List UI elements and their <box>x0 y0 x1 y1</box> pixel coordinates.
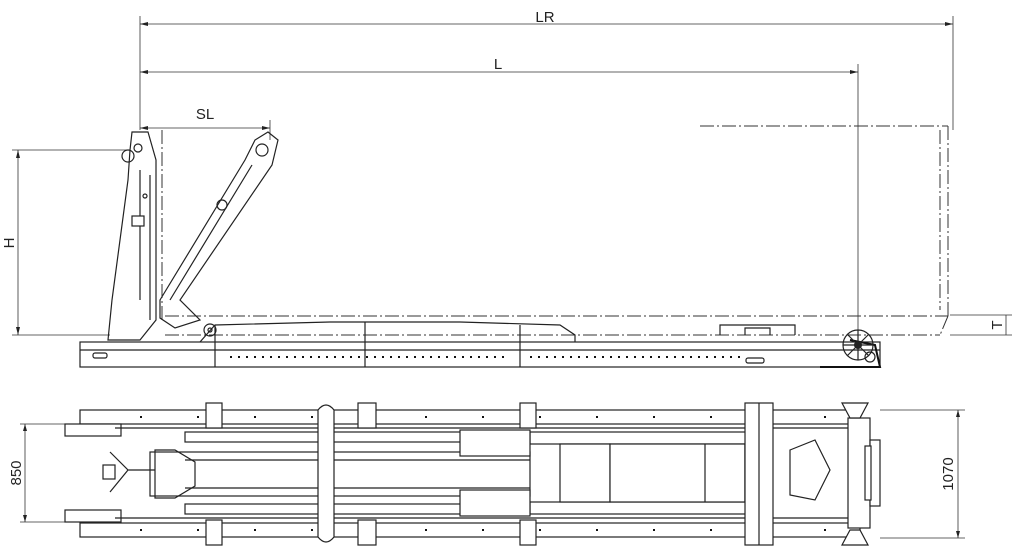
rear-end <box>841 402 881 546</box>
dimension-sl-label: SL <box>196 106 214 123</box>
outer-rails <box>64 409 861 538</box>
cross-members <box>205 402 831 546</box>
dimension-1070: 1070 <box>880 409 965 539</box>
dimension-1070-label: 1070 <box>940 457 957 490</box>
dimension-850-label: 850 <box>8 460 25 485</box>
dimension-sl: SL <box>140 106 271 140</box>
dimension-h: H <box>1 149 130 336</box>
hook-arm <box>159 131 279 337</box>
hook-head <box>102 449 196 499</box>
dimension-850: 850 <box>8 423 65 523</box>
container-outline <box>161 125 949 336</box>
dimension-l: L <box>140 56 859 348</box>
dimension-h-label: H <box>1 238 18 249</box>
top-view: 850 1070 <box>8 402 965 546</box>
side-view: LR L SL H T <box>1 9 1012 368</box>
front-post <box>107 131 157 341</box>
dimension-l-label: L <box>494 56 502 73</box>
dimension-lr: LR <box>139 9 954 130</box>
center-beams <box>149 429 761 517</box>
dimension-t-label: T <box>989 320 1006 329</box>
rear-roller <box>842 329 876 363</box>
dimension-lr-label: LR <box>535 9 554 26</box>
subframe <box>79 321 882 368</box>
dimension-t: T <box>950 314 1012 336</box>
